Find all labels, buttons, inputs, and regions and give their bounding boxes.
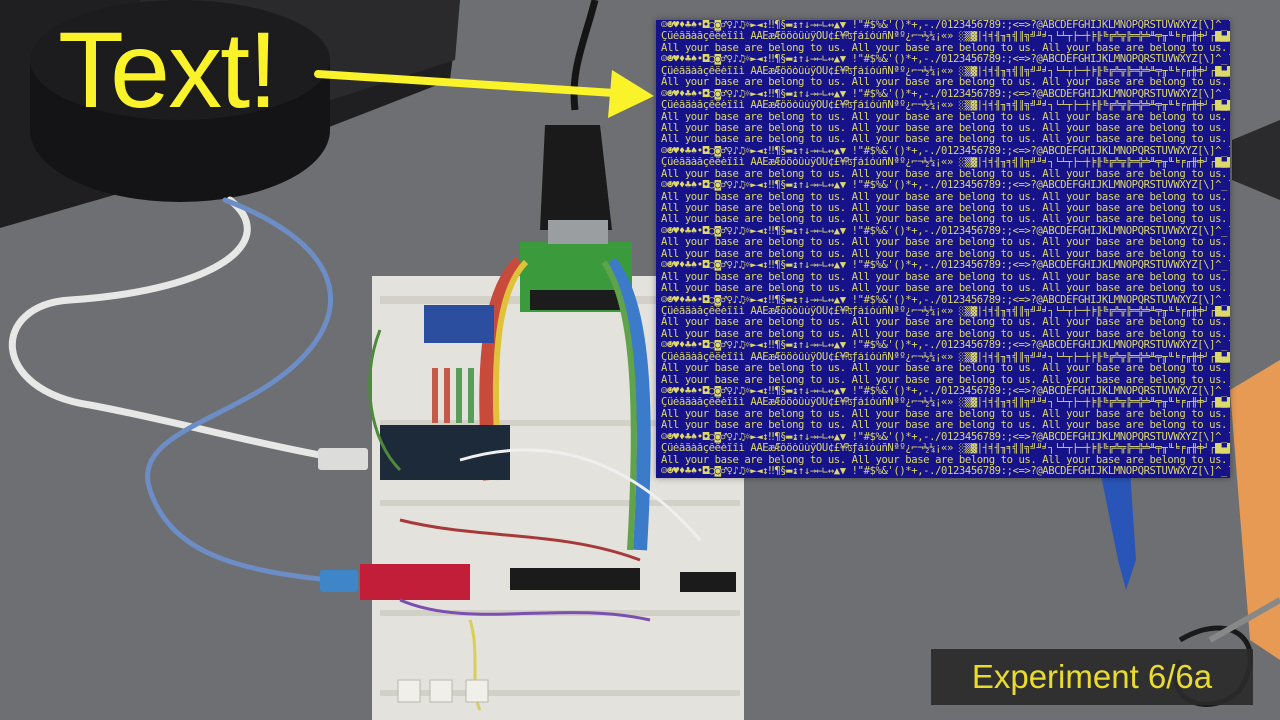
screen-line: All your base are belong to us. All your… [661,374,1230,386]
screen-line: Çüéâäàåçêëèïîì ÄÅÉæÆôöòûùÿÖÜ¢£¥₧ƒáíóúñÑª… [661,157,1230,169]
notepad [1230,360,1280,660]
db9-connector [540,125,612,230]
screen-line: Çüéâäàåçêëèïîì ÄÅÉæÆôöòûùÿÖÜ¢£¥₧ƒáíóúñÑª… [661,100,1230,112]
screen-line: ☺☻♥♦♣♠•◘○◙♂♀♪♫☼►◄↕‼¶§▬↨↑↓→←∟↔▲▼ !"#$%&'(… [661,54,1230,66]
blue-usb-cable [145,197,334,583]
vga-text-screen: ☺☻♥♦♣♠•◘○◙♂♀♪♫☼►◄↕‼¶§▬↨↑↓→←∟↔▲▼ !"#$%&'(… [656,20,1230,478]
screen-line: All your base are belong to us. All your… [661,134,1230,146]
screen-line: All your base are belong to us. All your… [661,237,1230,249]
screen-line: All your base are belong to us. All your… [661,203,1230,214]
screen-line: All your base are belong to us. All your… [661,420,1230,432]
screen-line: Çüéâäàåçêëèïîì ÄÅÉæÆôöòûùÿÖÜ¢£¥₧ƒáíóúñÑª… [661,351,1230,363]
screen-line: All your base are belong to us. All your… [661,191,1230,203]
white-usb-cable [8,196,354,464]
screen-line: All your base are belong to us. All your… [661,363,1230,375]
screen-line: ☺☻♥♦♣♠•◘○◙♂♀♪♫☼►◄↕‼¶§▬↨↑↓→←∟↔▲▼ !"#$%&'(… [661,88,1230,100]
screen-line: ☺☻♥♦♣♠•◘○◙♂♀♪♫☼►◄↕‼¶§▬↨↑↓→←∟↔▲▼ !"#$%&'(… [661,180,1230,192]
screen-line: All your base are belong to us. All your… [661,77,1230,89]
screen-line: All your base are belong to us. All your… [661,168,1230,180]
screen-line: ☺☻♥♦♣♠•◘○◙♂♀♪♫☼►◄↕‼¶§▬↨↑↓→←∟↔▲▼ !"#$%&'(… [661,294,1230,306]
screen-line: ☺☻♥♦♣♠•◘○◙♂♀♪♫☼►◄↕‼¶§▬↨↑↓→←∟↔▲▼ !"#$%&'(… [661,466,1230,478]
experiment-caption: Experiment 6/6a [971,658,1213,695]
ic-chip [510,568,640,590]
screen-line: Çüéâäàåçêëèïîì ÄÅÉæÆôöòûùÿÖÜ¢£¥₧ƒáíóúñÑª… [661,397,1230,409]
screen-line: All your base are belong to us. All your… [661,122,1230,134]
screen-line: All your base are belong to us. All your… [661,111,1230,123]
screen-line: All your base are belong to us. All your… [661,42,1230,54]
screen-line: Çüéâäàåçêëèïîì ÄÅÉæÆôöòûùÿÖÜ¢£¥₧ƒáíóúñÑª… [661,65,1230,77]
screen-line: Çüéâäàåçêëèïîì ÄÅÉæÆôöòûùÿÖÜ¢£¥₧ƒáíóúñÑª… [661,443,1230,455]
screen-line: ☺☻♥♦♣♠•◘○◙♂♀♪♫☼►◄↕‼¶§▬↨↑↓→←∟↔▲▼ !"#$%&'(… [661,20,1230,31]
screen-line: All your base are belong to us. All your… [661,271,1230,283]
yellow-arrow [314,70,634,98]
caption-box: Experiment 6/6a [931,649,1253,705]
screen-line: Çüéâäàåçêëèïîì ÄÅÉæÆôöòûùÿÖÜ¢£¥₧ƒáíóúñÑª… [661,31,1230,43]
screen-line: ☺☻♥♦♣♠•◘○◙♂♀♪♫☼►◄↕‼¶§▬↨↑↓→←∟↔▲▼ !"#$%&'(… [661,225,1230,237]
screen-line: All your base are belong to us. All your… [661,214,1230,226]
screen-line: ☺☻♥♦♣♠•◘○◙♂♀♪♫☼►◄↕‼¶§▬↨↑↓→←∟↔▲▼ !"#$%&'(… [661,260,1230,272]
blue-pen [1100,470,1136,590]
screen-line: ☺☻♥♦♣♠•◘○◙♂♀♪♫☼►◄↕‼¶§▬↨↑↓→←∟↔▲▼ !"#$%&'(… [661,431,1230,443]
screen-line: ☺☻♥♦♣♠•◘○◙♂♀♪♫☼►◄↕‼¶§▬↨↑↓→←∟↔▲▼ !"#$%&'(… [661,145,1230,157]
screen-line: All your base are belong to us. All your… [661,408,1230,420]
overlay-title: Text! [58,9,278,130]
screen-line: All your base are belong to us. All your… [661,248,1230,260]
screen-line: Çüéâäàåçêëèïîì ÄÅÉæÆôöòûùÿÖÜ¢£¥₧ƒáíóúñÑª… [661,305,1230,317]
screen-line: ☺☻♥♦♣♠•◘○◙♂♀♪♫☼►◄↕‼¶§▬↨↑↓→←∟↔▲▼ !"#$%&'(… [661,386,1230,397]
red-board [360,564,470,600]
dip-switch [424,305,494,343]
screen-line: ☺☻♥♦♣♠•◘○◙♂♀♪♫☼►◄↕‼¶§▬↨↑↓→←∟↔▲▼ !"#$%&'(… [661,340,1230,352]
screen-line: All your base are belong to us. All your… [661,328,1230,340]
screen-line: All your base are belong to us. All your… [661,283,1230,295]
ic-chip [680,572,736,592]
screen-line: All your base are belong to us. All your… [661,317,1230,329]
screen-line: All your base are belong to us. All your… [661,454,1230,466]
